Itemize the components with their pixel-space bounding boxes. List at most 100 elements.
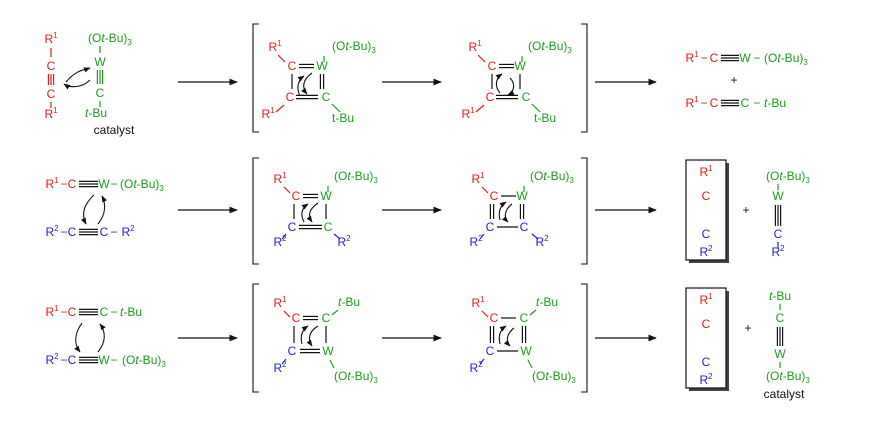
label-otbu_close: -Bu) [105,31,128,45]
label-plus: + [744,321,751,335]
label-sup1: 1 [54,304,59,313]
label-otbu_open: (O [766,169,779,183]
atom-c: C [486,344,495,358]
bond-single [529,309,537,316]
label-C: C [292,311,301,325]
label-sup2: 2 [346,234,351,243]
label-R: R [45,353,54,367]
r1-label: R1 [699,164,713,179]
label-R: R [685,51,694,65]
bond-single [281,233,287,240]
label-dash: − [753,51,760,65]
label-otbu_close: -Bu) [549,369,572,383]
label-C: C [100,305,109,319]
curly-arrow [495,73,503,94]
r2-label: R2 [771,244,785,259]
atom-w: W [514,59,526,73]
label-tbu_t: t [536,295,540,309]
atom-c: C [292,189,301,203]
dash-label: − [110,225,117,239]
label-C: C [522,90,531,104]
tbu-label: t-Bu [332,111,354,125]
bond-single [283,310,291,318]
r1-label: R1 [699,292,713,307]
label-sub3: 3 [571,376,576,385]
label-R: R [535,235,544,249]
r2-label: R2 [535,234,549,249]
label-C: C [324,220,333,234]
curly-arrow [498,201,507,221]
bond-single [329,359,335,369]
label-R: R [45,225,54,239]
label-C: C [710,96,719,110]
r1-label: R1 [45,176,59,191]
atom-w: W [320,189,332,203]
label-sup1: 1 [282,171,287,180]
label-sup1: 1 [53,106,58,115]
atom-w: W [739,51,751,65]
otbu-label: (Ot-Bu)3 [332,39,376,55]
label-sub3: 3 [373,376,378,385]
label-W: W [98,177,110,191]
atom-c: C [47,59,56,73]
tbu-label: t-Bu [85,106,107,120]
bracket-right [581,157,588,265]
label-otbu_close: -Bu) [351,369,374,383]
bond-single [283,186,291,194]
label-C: C [520,311,529,325]
dash-label: − [60,225,67,239]
label-W: W [774,347,786,361]
label-otbu_close: -Bu) [137,177,160,191]
label-R: R [471,296,480,310]
atom-c: C [774,227,783,241]
label-R: R [261,107,270,121]
label-otbu_t: t [541,39,545,53]
label-C: C [702,317,711,331]
r1-label: R1 [685,95,699,110]
label-R: R [471,172,480,186]
label-C: C [702,227,711,241]
label-W: W [322,344,334,358]
atom-c: C [710,96,719,110]
label-W: W [739,51,751,65]
atom-w: W [316,59,328,73]
label-C: C [490,311,499,325]
atom-c: C [776,311,785,325]
label-C: C [520,220,529,234]
label-otbu_close: -Bu) [783,169,806,183]
bond-single [275,104,285,113]
r2-label: R2 [337,234,351,249]
atom-c: C [47,87,56,101]
label-C: C [100,225,109,239]
label-sup2: 2 [130,224,135,233]
label-otbu_close: -Bu) [349,39,372,53]
atom-c: C [520,311,529,325]
curly-arrow [97,323,106,353]
label-sup1: 1 [480,171,485,180]
label-sup1: 1 [477,39,482,48]
atom-w: W [516,189,528,203]
curly-arrow [65,67,91,83]
atom-c: C [486,220,495,234]
bond-single [477,54,486,63]
label-C: C [774,227,783,241]
label-C: C [322,90,331,104]
atom-c: C [322,311,331,325]
label-tbu_bu: -Bu [123,305,142,319]
label-C: C [68,353,77,367]
label-sub3: 3 [569,176,574,185]
label-R: R [771,245,780,259]
r2-label: R2 [469,360,483,375]
otbu-label: (Ot-Bu)3 [766,169,810,185]
label-sup1: 1 [53,31,58,40]
label-W: W [516,189,528,203]
label-otbu_open: (O [530,169,543,183]
label-sub3: 3 [567,46,572,55]
label-R: R [273,172,282,186]
label-C: C [486,344,495,358]
r1-label: R1 [468,39,482,54]
label-otbu_t: t [347,369,351,383]
label-plus: + [730,73,737,87]
catalyst-label: catalyst [94,123,135,137]
